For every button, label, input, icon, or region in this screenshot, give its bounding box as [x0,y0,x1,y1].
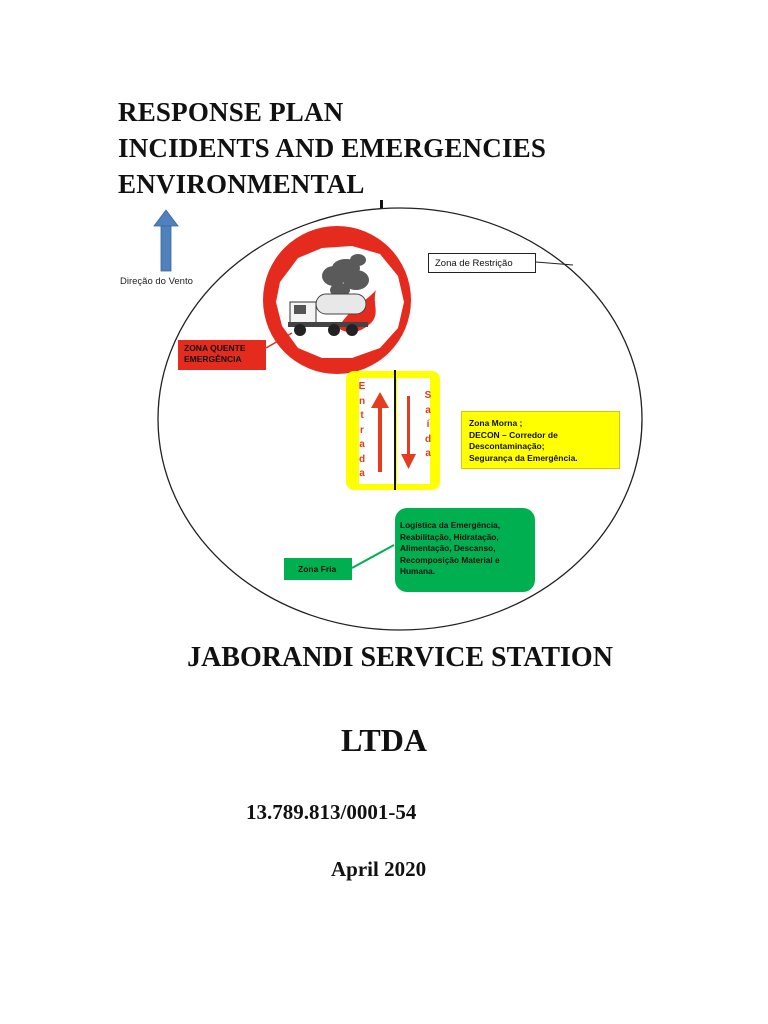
logistics-line4: Recomposição Material e [400,554,500,565]
entry-letter: d [358,453,366,465]
decon-corridor-graphic [346,370,440,490]
hot-zone-pointer [265,332,293,349]
title-line-3: ENVIRONMENTAL [118,169,365,199]
exit-letter: a [425,448,431,459]
document-date: April 2020 [331,857,427,881]
entry-letter: a [359,439,365,450]
document-title: RESPONSE PLAN INCIDENTS AND EMERGENCIES … [118,94,546,202]
wind-arrow-icon [153,209,179,272]
company-name: JABORANDI SERVICE STATION [187,642,613,673]
entry-up-arrow-icon [371,392,389,472]
tanker-truck-icon [288,293,368,336]
hot-zone-label-line2: EMERGÊNCIA [184,354,242,364]
restriction-zone-label: Zona de Restrição [428,253,536,273]
hot-zone-label-line1: ZONA QUENTE [184,343,246,353]
entry-letter: E [358,381,366,392]
entry-letter: t [360,410,364,421]
logistics-line2: Reabilitação, Hidratação, [400,531,499,542]
wind-direction-label: Direção do Vento [120,276,193,287]
company-suffix: LTDA [341,722,427,758]
restriction-zone-ellipse [157,207,643,631]
hot-zone-label: ZONA QUENTE EMERGÊNCIA [178,340,266,370]
logistics-line5: Humana. [400,566,436,576]
warm-zone-line2: DECON – Corredor de [469,429,558,440]
entry-letter: a [359,468,365,479]
cold-zone-pointer [351,544,395,569]
exit-letter: S [424,390,432,401]
cold-zone-label: Zona Fria [284,558,352,580]
warm-zone-line4: Segurança da Emergência. [469,452,578,463]
entry-letter: r [360,424,364,436]
warm-zone-line3: Descontaminação; [469,441,545,451]
company-cnpj: 13.789.813/0001-54 [246,800,417,824]
title-line-2: INCIDENTS AND EMERGENCIES [118,133,547,163]
warm-zone-label: Zona Morna ; DECON – Corredor de Descont… [461,411,620,469]
exit-down-arrow-icon [401,396,416,469]
exit-letter: a [425,404,431,416]
exit-letter: d [424,433,432,445]
top-tick-mark [380,200,383,208]
title-line-1: RESPONSE PLAN [118,97,344,127]
exit-letter: í [426,419,430,430]
entry-letter: n [358,395,366,407]
logistics-box: Logística da Emergência, Reabilitação, H… [395,508,535,592]
logistics-line3: Alimentação, Descanso, [400,543,496,553]
emergency-zones-diagram [153,200,643,631]
restriction-pointer-line [535,261,574,266]
hot-zone-graphic [263,226,411,374]
warm-zone-line1: Zona Morna ; [469,418,523,428]
logistics-line1: Logística da Emergência, [400,520,501,530]
